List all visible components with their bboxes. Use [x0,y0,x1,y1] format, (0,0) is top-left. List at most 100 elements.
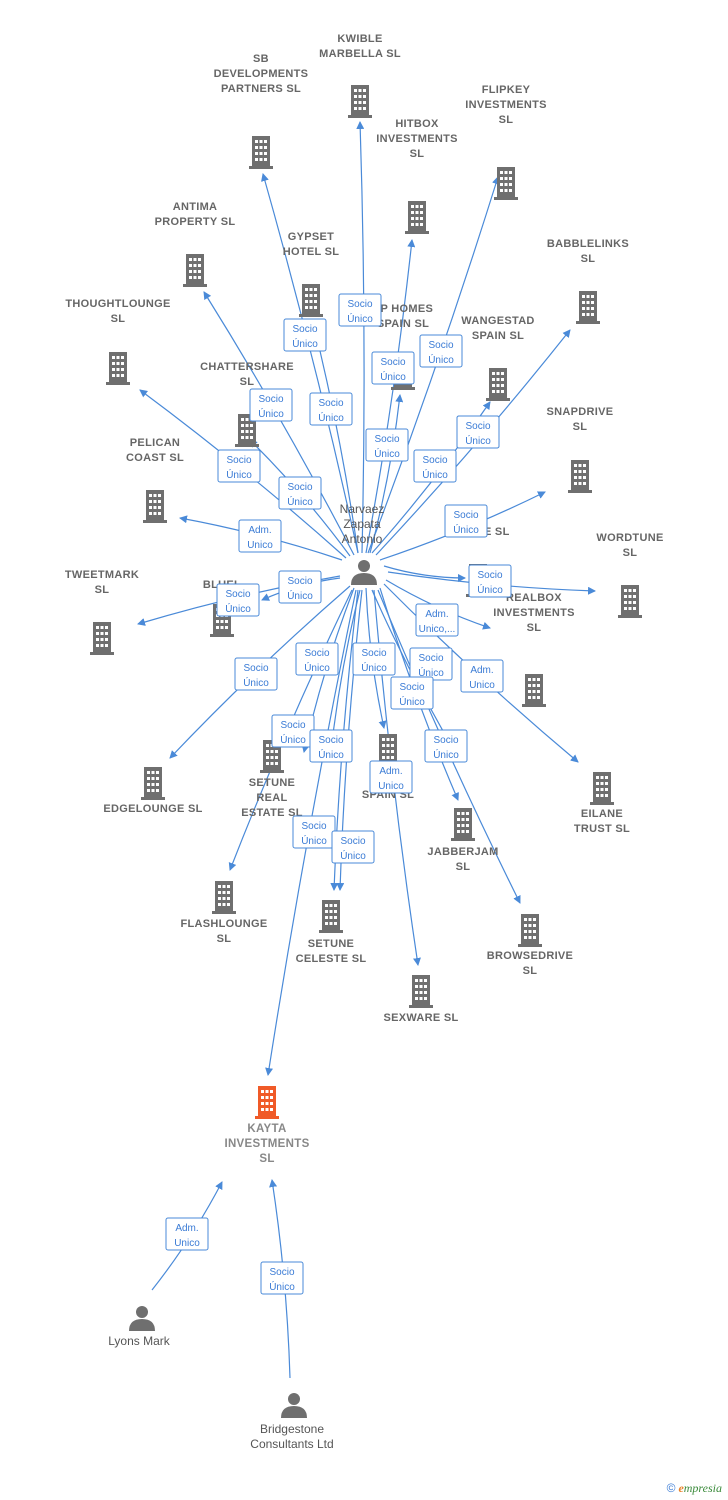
edge-label-text: Unico [469,680,495,691]
edge-label-text: Socio [225,589,250,600]
company-node-jabberjam[interactable] [451,808,475,841]
building-icon [451,808,475,841]
building-icon [618,585,642,618]
edge-labels-layer: SocioÚnicoSocioÚnicoSocioÚnicoSocioÚnico… [165,293,512,1295]
edge-label-text: Único [380,370,406,383]
building-icon [576,291,600,324]
ownership-edge [383,565,466,582]
edge-label-box [249,388,293,422]
edge-label-box [456,415,500,449]
person-icon [129,1306,155,1331]
building-icon [486,368,510,401]
copyright-symbol: © [666,1481,676,1495]
company-node-babblelinks[interactable] [576,291,600,324]
company-label: SL [523,965,538,977]
company-label: INVESTMENTS [376,133,458,145]
edge-label-text: Único [361,661,387,674]
edge-label-text: Único [287,589,313,602]
company-node-flipkey[interactable] [494,167,518,200]
company-label: ANTIMA [173,201,218,213]
edge-label-e-sexware[interactable]: Adm.Unico [369,760,413,794]
company-node-pelican[interactable] [143,490,167,523]
company-label: SL [623,547,638,559]
center-person-label: Antonio [342,532,383,546]
company-node-wangestad[interactable] [486,368,510,401]
company-label: PROPERTY SL [155,216,236,228]
center-person-label: Narvaez [340,502,385,516]
empresia-logo[interactable]: ©empresia [667,1481,722,1496]
building-icon [522,674,546,707]
edge-label-e-lyons[interactable]: Adm.Unico [165,1217,209,1251]
company-node-snapdrive[interactable] [568,460,592,493]
building-icon [249,136,273,169]
company-node-kayta[interactable] [255,1086,279,1119]
person-icon [281,1393,307,1418]
company-label: REAL [256,792,287,804]
edge-label-e-realbox-adm[interactable]: Adm.Unico,... [415,603,459,637]
edge-label-text: Socio [453,510,478,521]
company-label: SL [527,622,542,634]
building-icon [299,284,323,317]
company-node-setuneceleste[interactable] [319,900,343,933]
building-icon [348,85,372,118]
company-node-edgelounge[interactable] [141,767,165,800]
building-icon [590,772,614,805]
center-person-node[interactable] [351,560,377,585]
edge-label-box [415,603,459,637]
company-node-hitbox[interactable] [405,201,429,234]
edge-label-box [338,293,382,327]
edge-label-text: Único [453,523,479,536]
company-node-gypset[interactable] [299,284,323,317]
company-node-wordtune[interactable] [618,585,642,618]
person-node-lyons[interactable] [129,1306,155,1331]
company-node-eilane[interactable] [590,772,614,805]
company-node-thoughtlounge[interactable] [106,352,130,385]
edge-label-e-pelican[interactable]: Adm.Unico [238,519,282,553]
company-node-sexware[interactable] [409,975,433,1008]
company-node-tweetmark[interactable] [90,622,114,655]
company-node-antima[interactable] [183,254,207,287]
person-node-bridgestone[interactable] [281,1393,307,1418]
edge-label-text: Socio [361,648,386,659]
company-node-browsedrive[interactable] [518,914,542,947]
company-node-sbdev[interactable] [249,136,273,169]
edge-label-text: Socio [380,357,405,368]
company-label: CELESTE SL [296,953,367,965]
edge-label-text: Socio [269,1267,294,1278]
company-node-kwible[interactable] [348,85,372,118]
company-label: REALBOX [506,592,562,604]
company-node-flashlounge[interactable] [212,881,236,914]
company-node-realbox[interactable] [522,674,546,707]
building-icon [143,490,167,523]
company-label: SL [259,1153,274,1165]
edge-label-e-realbox[interactable]: Adm.Unico [460,659,504,693]
edge-label-box [309,729,353,763]
building-icon [568,460,592,493]
